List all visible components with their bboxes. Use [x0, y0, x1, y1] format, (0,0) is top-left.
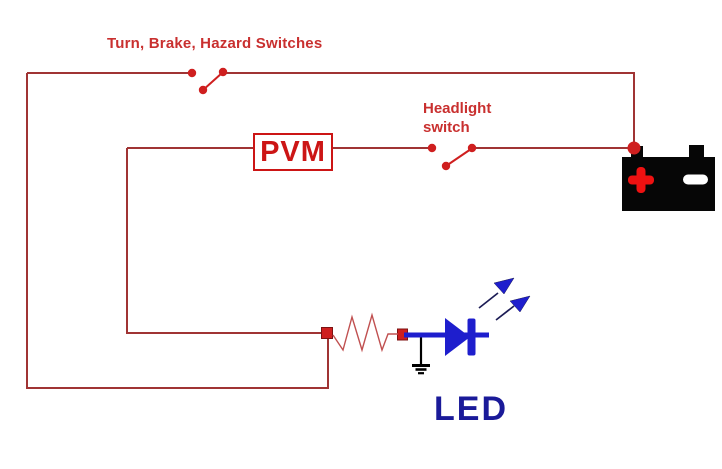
wire-top-right-segment: [223, 72, 635, 148]
resistor-symbol: [332, 312, 398, 353]
turn-brake-hazard-switch-symbol: [187, 67, 228, 95]
switch-blade-pivot: [198, 85, 208, 95]
emission-arrow-shaft: [495, 305, 515, 321]
turn-brake-hazard-label: Turn, Brake, Hazard Switches: [107, 35, 323, 52]
ground-symbol: [412, 337, 430, 375]
headlight-switch-label-line1: Headlight: [423, 100, 492, 117]
switch-blade-pivot: [441, 161, 451, 171]
wire-left-return-loop: [26, 73, 329, 389]
switch-contact-left: [427, 143, 437, 153]
headlight-switch-label-line2: switch: [423, 119, 470, 136]
battery-minus-symbol: [683, 174, 708, 185]
led-symbol: [404, 318, 489, 356]
battery-terminal-right: [689, 145, 704, 158]
switch-blade: [202, 72, 223, 91]
emission-arrow-head: [493, 277, 515, 295]
emission-arrow-shaft: [478, 292, 499, 309]
switch-blade: [445, 148, 472, 167]
headlight-switch-label: Headlight switch: [423, 99, 491, 137]
battery-plus-symbol: [628, 167, 654, 193]
emission-arrow-head: [509, 295, 531, 313]
switch-contact-right: [467, 143, 477, 153]
led-triangle: [445, 318, 470, 356]
headlight-switch-symbol: [427, 143, 477, 171]
wire-pvm-feed-to-resistor: [126, 148, 322, 334]
battery-symbol: [622, 145, 715, 211]
led-cathode-bar: [467, 318, 476, 356]
wires: [26, 72, 635, 389]
switch-contact-left: [187, 68, 197, 78]
led-label: LED: [434, 390, 508, 428]
light-emission-arrows: [478, 277, 531, 321]
pvm-box: PVM: [253, 133, 333, 171]
switch-contact-right: [218, 67, 228, 77]
junction-dot: [627, 141, 641, 155]
pvm-label: PVM: [260, 135, 326, 168]
junction-square-left: [321, 327, 333, 339]
